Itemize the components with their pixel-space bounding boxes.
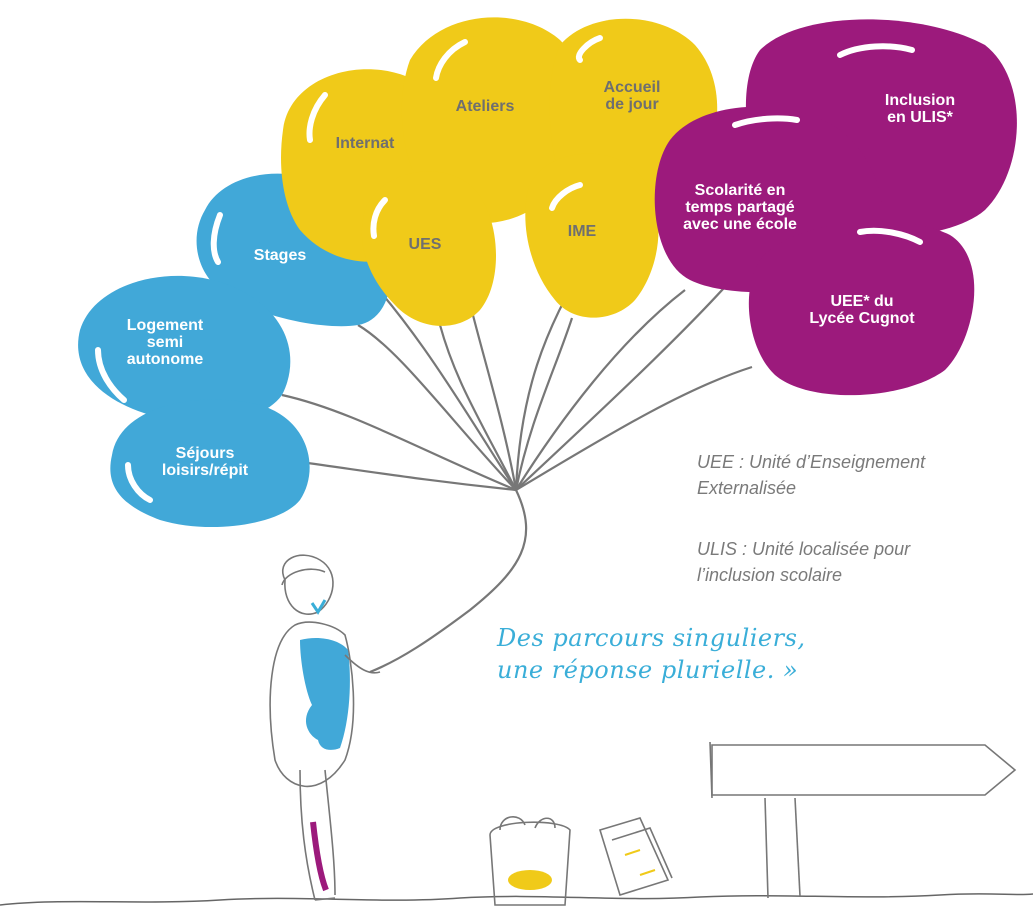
string-uee [515, 365, 753, 491]
signpost-icon [709, 741, 1017, 899]
note-ulis-line-1: ULIS : Unité localisée pour [697, 539, 911, 559]
label-scolarite-line-1: Scolarité en [695, 182, 786, 199]
balloon-strings [281, 234, 753, 674]
ground-line [0, 893, 1033, 906]
balloon-sejours [110, 399, 310, 528]
label-ateliers-line-1: Ateliers [456, 98, 515, 115]
note-uee: UEE : Unité d’Enseignement Externalisée [697, 449, 925, 501]
note-ulis: ULIS : Unité localisée pour l’inclusion … [697, 536, 910, 588]
label-stages-line-1: Stages [254, 247, 307, 264]
string-sejours [299, 460, 517, 492]
label-logement-line-3: autonome [127, 351, 204, 368]
label-accueil-line-2: de jour [605, 96, 658, 113]
slogan-line-1: Des parcours singuliers, [497, 624, 806, 652]
balloon-highlights [95, 35, 923, 503]
slogan: Des parcours singuliers, une réponse plu… [497, 622, 806, 686]
string-main [369, 489, 528, 674]
child-figure-icon [269, 554, 381, 901]
label-ateliers: Ateliers [456, 98, 515, 115]
purple-balloons [654, 19, 1017, 396]
label-uee-line-2: Lycée Cugnot [809, 310, 915, 327]
basket-icon [489, 816, 571, 906]
label-ues-line-1: UES [409, 236, 442, 253]
string-logement [281, 393, 517, 492]
label-accueil-line-1: Accueil [604, 79, 661, 96]
label-uee-line-1: UEE* du [830, 293, 893, 310]
label-inclusion-line-1: Inclusion [885, 92, 955, 109]
label-inclusion-line-2: en ULIS* [887, 109, 954, 126]
balloon-logement [78, 275, 291, 424]
label-logement-line-2: semi [147, 334, 183, 351]
balloon-uee [748, 221, 975, 396]
balloon-ues [361, 171, 497, 326]
string-scolarite [515, 289, 686, 491]
label-internat-line-1: Internat [336, 135, 395, 152]
note-ulis-line-2: l’inclusion scolaire [697, 565, 843, 585]
label-scolarite-line-2: temps partagé [685, 199, 794, 216]
label-logement-line-1: Logement [127, 317, 204, 334]
papers-icon [598, 817, 673, 897]
string-stages [357, 324, 517, 491]
note-uee-line-1: UEE : Unité d’Enseignement [697, 452, 926, 472]
label-stages: Stages [254, 247, 307, 264]
label-ime-line-1: IME [568, 223, 597, 240]
label-sejours-line-2: loisirs/répit [162, 462, 249, 479]
label-ues: UES [409, 236, 442, 253]
slogan-line-2: une réponse plurielle. » [497, 656, 799, 684]
label-scolarite-line-3: avec une école [683, 216, 797, 233]
note-uee-line-2: Externalisée [697, 478, 797, 498]
string-ime [514, 317, 574, 491]
label-internat: Internat [336, 135, 395, 152]
string-ues [438, 324, 517, 491]
label-sejours-line-1: Séjours [176, 445, 235, 462]
label-ime: IME [568, 223, 597, 240]
